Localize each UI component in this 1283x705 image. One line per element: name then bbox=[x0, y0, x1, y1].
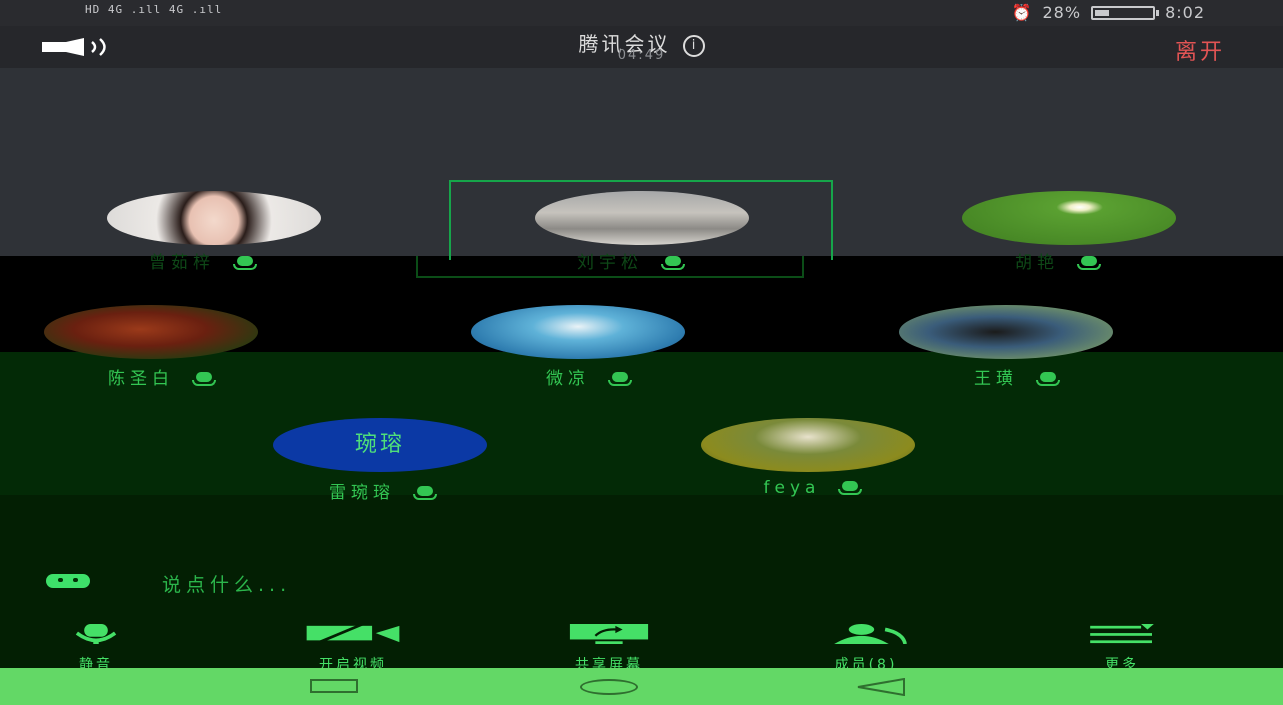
mute-button[interactable]: 静音 bbox=[6, 624, 186, 674]
chat-input[interactable]: 说点什么... bbox=[162, 574, 292, 596]
avatar[interactable] bbox=[44, 305, 258, 359]
alarm-icon: ⏰ bbox=[1011, 3, 1033, 22]
participant-name: 刘宇松 bbox=[518, 248, 748, 273]
avatar[interactable] bbox=[471, 305, 685, 359]
video-off-icon bbox=[306, 622, 400, 644]
participant-name: 胡艳 bbox=[945, 248, 1175, 273]
avatar[interactable] bbox=[535, 191, 749, 245]
share-screen-button[interactable]: 共享屏幕 bbox=[519, 624, 699, 674]
microphone-icon bbox=[75, 624, 117, 644]
avatar[interactable] bbox=[899, 305, 1113, 359]
system-nav-bar bbox=[0, 668, 1283, 705]
mic-icon bbox=[229, 256, 261, 270]
participant-name: 微凉 bbox=[471, 364, 711, 389]
avatar[interactable] bbox=[962, 191, 1176, 245]
signal-indicators: HD 4G .ıll 4G .ıll bbox=[85, 3, 223, 16]
participant-name: 曾茹梓 bbox=[90, 248, 320, 273]
status-bar: HD 4G .ıll 4G .ıll ⏰ 28% 8:02 bbox=[0, 0, 1283, 26]
home-icon[interactable] bbox=[580, 679, 638, 695]
participant-name: 陈圣白 bbox=[44, 364, 284, 389]
speaker-icon[interactable] bbox=[42, 38, 112, 56]
avatar[interactable] bbox=[701, 418, 915, 472]
mic-icon bbox=[1032, 372, 1064, 386]
battery-percent: 28% bbox=[1042, 3, 1082, 22]
start-video-button[interactable]: 开启视频 bbox=[263, 622, 443, 674]
meeting-header: 腾讯会议 i 04:49 离开 bbox=[0, 26, 1283, 68]
mic-icon bbox=[188, 372, 220, 386]
members-icon bbox=[834, 624, 907, 645]
active-speaker-frame-lower bbox=[416, 256, 804, 278]
clock: 8:02 bbox=[1165, 3, 1205, 22]
mic-icon bbox=[1073, 256, 1105, 270]
more-button[interactable]: 更多 bbox=[1032, 624, 1212, 674]
mic-icon bbox=[604, 372, 636, 386]
more-menu-icon bbox=[1090, 624, 1154, 644]
participant-name: feya bbox=[690, 478, 940, 498]
mic-icon bbox=[834, 481, 866, 495]
members-button[interactable]: 成员(8) bbox=[776, 624, 956, 674]
leave-button[interactable]: 离开 bbox=[1174, 40, 1225, 65]
app-title: 腾讯会议 bbox=[578, 32, 671, 56]
participant-name: 雷琬瑢 bbox=[260, 478, 510, 503]
share-screen-icon bbox=[569, 624, 649, 644]
meeting-title: 腾讯会议 i bbox=[0, 28, 1283, 57]
mic-icon bbox=[657, 256, 689, 270]
participant-name: 王璜 bbox=[899, 364, 1139, 389]
emoji-icon[interactable] bbox=[46, 574, 90, 588]
avatar[interactable] bbox=[107, 191, 321, 245]
status-right: ⏰ 28% 8:02 bbox=[1012, 3, 1205, 22]
recents-icon[interactable] bbox=[310, 679, 358, 693]
mic-icon bbox=[409, 486, 441, 500]
battery-icon bbox=[1091, 5, 1160, 20]
info-icon[interactable]: i bbox=[682, 35, 705, 57]
avatar[interactable]: 琬瑢 bbox=[273, 418, 487, 472]
back-icon[interactable] bbox=[856, 678, 906, 696]
meeting-timer: 04:49 bbox=[617, 48, 666, 63]
active-speaker-frame bbox=[449, 180, 833, 260]
